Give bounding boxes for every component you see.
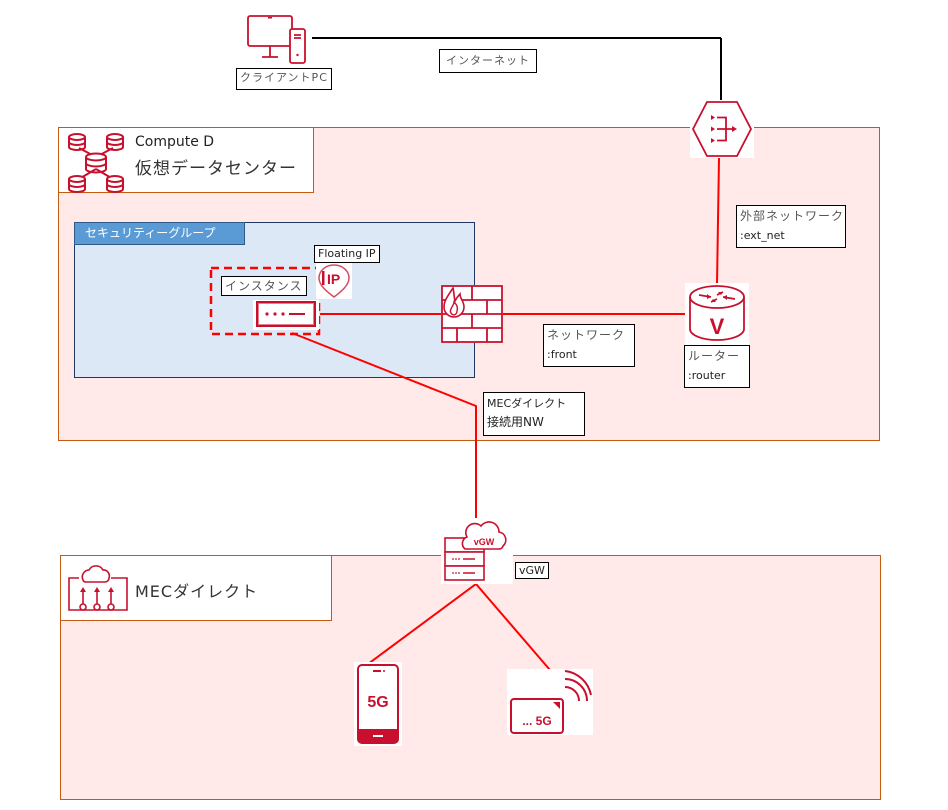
compute-d-title-box: Compute D 仮想データセンター bbox=[58, 127, 314, 193]
ext-net-line bbox=[716, 157, 720, 285]
internet-gateway-icon[interactable] bbox=[690, 100, 754, 158]
floating-ip-icon-text: IP bbox=[327, 271, 340, 287]
compute-d-title: Compute D bbox=[135, 134, 215, 150]
vgw-icon-wrap: vGW bbox=[441, 518, 513, 584]
firewall-icon-wrap bbox=[441, 285, 503, 343]
mec-cloud-icon bbox=[68, 565, 128, 611]
desktop-pc-icon bbox=[247, 15, 306, 64]
client-pc-label: クライアントPC bbox=[236, 68, 332, 90]
floating-ip-label: Floating IP bbox=[314, 245, 380, 263]
smartphone-icon-wrap: 5G bbox=[354, 662, 402, 746]
router-icon[interactable]: V bbox=[685, 283, 749, 345]
router-label: ルーター :router bbox=[684, 345, 750, 388]
vgw-label: vGW bbox=[515, 562, 549, 579]
external-network-label: 外部ネットワーク :ext_net bbox=[736, 205, 846, 248]
floating-ip-icon-wrap: IP bbox=[316, 263, 352, 299]
instance-label: インスタンス bbox=[221, 276, 307, 296]
front-network-label: ネットワーク :front bbox=[543, 324, 635, 367]
virtual-datacenter-title: 仮想データセンター bbox=[135, 159, 297, 179]
client-pc-icon-wrap bbox=[246, 13, 310, 65]
server-instance-icon[interactable] bbox=[253, 300, 319, 330]
vgw-to-devices-line bbox=[367, 582, 551, 671]
floating-ip-icon[interactable]: IP bbox=[316, 263, 352, 299]
firewall-icon[interactable] bbox=[441, 285, 503, 343]
router-icon-text: V bbox=[710, 314, 725, 339]
vgw-icon[interactable]: vGW bbox=[441, 518, 513, 584]
mec-direct-network-label: MECダイレクト 接続用NW bbox=[483, 392, 585, 436]
database-cluster-icon bbox=[68, 133, 124, 193]
mec-direct-line bbox=[291, 332, 477, 522]
internet-label: インターネット bbox=[439, 49, 537, 73]
device-5g-text: ... 5G bbox=[522, 714, 551, 728]
gateway-icon-wrap bbox=[690, 100, 754, 158]
instance-icon-wrap bbox=[253, 300, 319, 330]
router-icon-wrap: V bbox=[685, 283, 749, 345]
security-group-label: セキュリティーグループ bbox=[74, 222, 245, 245]
5g-smartphone-icon[interactable]: 5G bbox=[354, 662, 402, 746]
5g-device-icon-wrap: ... 5G bbox=[507, 669, 593, 735]
instance-dashed-border bbox=[209, 266, 321, 336]
mec-direct-title: MECダイレクト bbox=[135, 582, 259, 601]
5g-router-device-icon[interactable]: ... 5G bbox=[507, 669, 593, 735]
mec-direct-title-box: MECダイレクト bbox=[60, 555, 332, 621]
smartphone-5g-text: 5G bbox=[367, 694, 388, 711]
vgw-icon-text: vGW bbox=[474, 537, 495, 547]
